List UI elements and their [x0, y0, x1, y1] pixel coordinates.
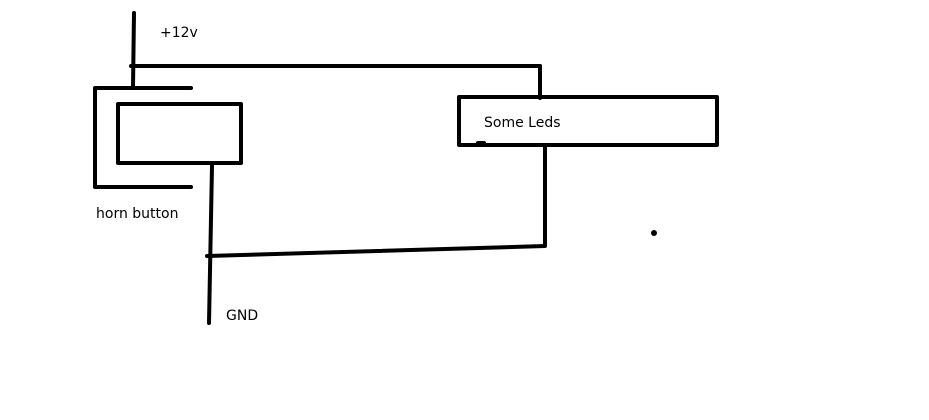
leds-return-wire [205, 144, 547, 258]
stray-dot [651, 230, 657, 236]
leds-box [457, 95, 719, 147]
button-to-ground-wire [207, 164, 214, 325]
horn-button-bracket [93, 86, 193, 189]
leds-label: Some Leds [484, 115, 561, 131]
ground-label: GND [226, 308, 258, 324]
horn-button-label: horn button [96, 206, 178, 222]
supply-label: +12v [160, 25, 198, 41]
horn-button-plunger [116, 102, 243, 165]
supply-wire-vertical [131, 11, 136, 89]
